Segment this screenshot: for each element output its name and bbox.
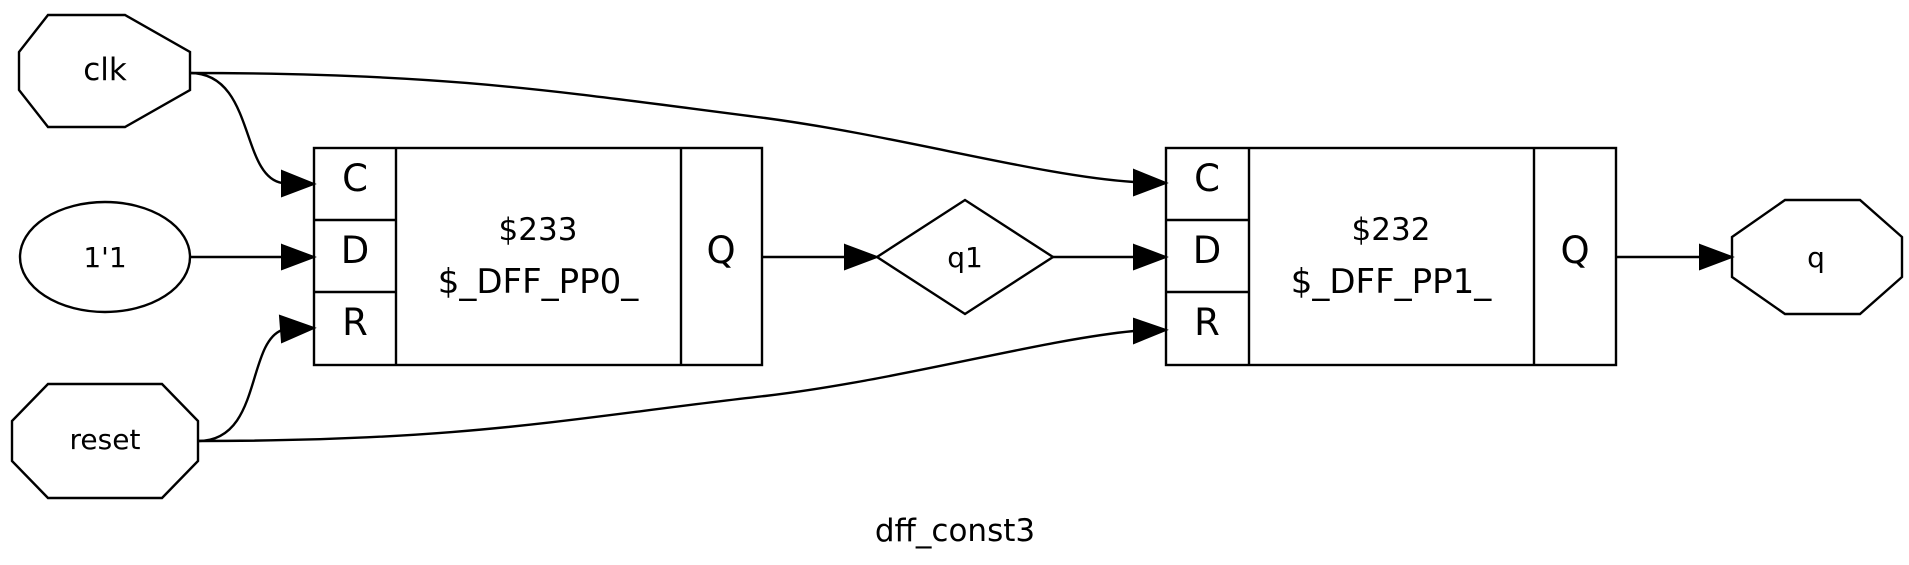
edge-clk-to-232: [189, 71, 1169, 197]
edge-reset-to-232: [197, 317, 1169, 443]
port-q: q: [1730, 198, 1904, 316]
graph-title: dff_const3: [875, 513, 1035, 549]
cell-233-pin-c: C: [342, 157, 368, 200]
edge-const-to-233: [190, 243, 317, 271]
cell-dff-232: C D R $232 $_DFF_PP1_ Q: [1164, 146, 1618, 367]
cell-dff-233: C D R $233 $_DFF_PP0_ Q: [312, 146, 764, 367]
cell-233-pin-r: R: [342, 301, 368, 344]
edge-reset-to-233: [197, 314, 317, 443]
wire-q1: q1: [874, 198, 1056, 316]
cell-232-id: $232: [1352, 212, 1431, 248]
cell-233-type: $_DFF_PP0_: [438, 262, 640, 302]
port-reset-label: reset: [70, 423, 141, 456]
const-one: 1'1: [18, 200, 192, 314]
cell-232-pin-r: R: [1194, 301, 1220, 344]
cell-232-type: $_DFF_PP1_: [1291, 262, 1493, 302]
cell-232-pin-d: D: [1193, 229, 1222, 272]
edge-q1-to-232: [1053, 243, 1169, 271]
const-one-label: 1'1: [83, 241, 126, 274]
cell-232-pin-q: Q: [1560, 229, 1589, 272]
cell-233-pin-d: D: [341, 229, 370, 272]
cell-232-pin-c: C: [1194, 157, 1220, 200]
port-q-label: q: [1807, 241, 1825, 274]
cell-233-pin-q: Q: [706, 229, 735, 272]
port-clk-label: clk: [83, 52, 127, 88]
edge-clk-to-233: [189, 71, 317, 198]
wire-q1-label: q1: [947, 241, 983, 274]
port-clk: clk: [17, 13, 192, 129]
cell-233-id: $233: [499, 212, 578, 248]
edge-233-to-q1: [762, 243, 880, 271]
port-reset: reset: [10, 382, 200, 500]
edge-232-to-q: [1616, 243, 1735, 271]
